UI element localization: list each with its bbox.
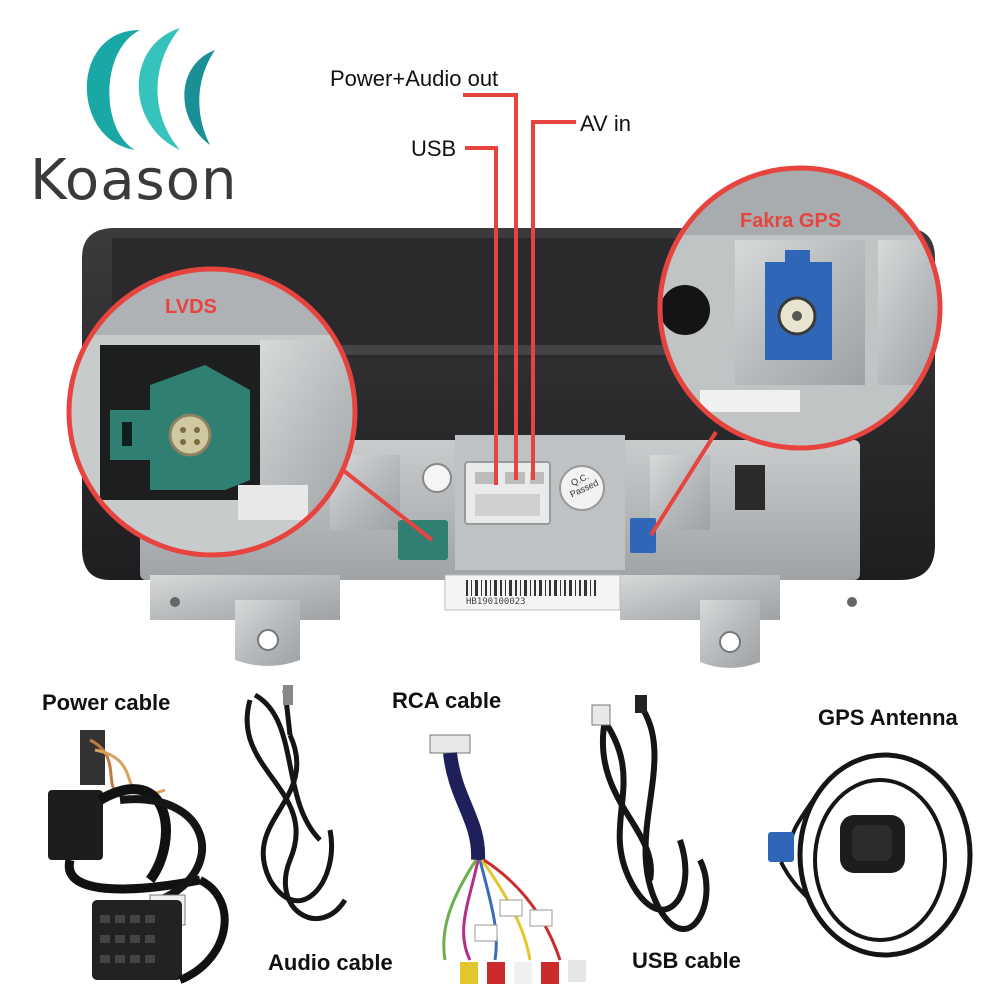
- label-av-in: AV in: [580, 111, 631, 136]
- lvds-zoom-view: [69, 269, 355, 555]
- rca-cable-image: [429, 734, 586, 984]
- label-usb-cable: USB cable: [632, 948, 741, 973]
- audio-jack: [283, 685, 293, 705]
- callout-lines: [328, 93, 718, 542]
- lvds-zoom-ring: [66, 266, 358, 558]
- label-power-cable: Power cable: [42, 690, 171, 715]
- label-audio-cable: Audio cable: [268, 950, 393, 975]
- lvds-connector-small: [398, 520, 448, 560]
- koason-logo-mark: [86, 28, 215, 150]
- label-power-audio-out: Power+Audio out: [330, 66, 499, 91]
- power-cable-image: [48, 730, 229, 984]
- label-gps-antenna: GPS Antenna: [818, 705, 958, 730]
- fakra-gps-zoom-ring: [657, 165, 943, 451]
- usb-cable-image: [597, 703, 710, 932]
- brand-name: Koason: [30, 148, 238, 213]
- gps-antenna-image: [768, 752, 973, 958]
- label-usb: USB: [411, 136, 457, 161]
- qc-passed-badge: [559, 465, 605, 511]
- serial-label: HB190100023: [466, 597, 526, 607]
- gps-connector-small: [630, 518, 656, 553]
- label-rca-cable: RCA cable: [392, 688, 502, 713]
- label-lvds: LVDS: [165, 296, 217, 318]
- label-fakra-gps: Fakra GPS: [740, 210, 842, 232]
- audio-cable-image: [244, 689, 348, 921]
